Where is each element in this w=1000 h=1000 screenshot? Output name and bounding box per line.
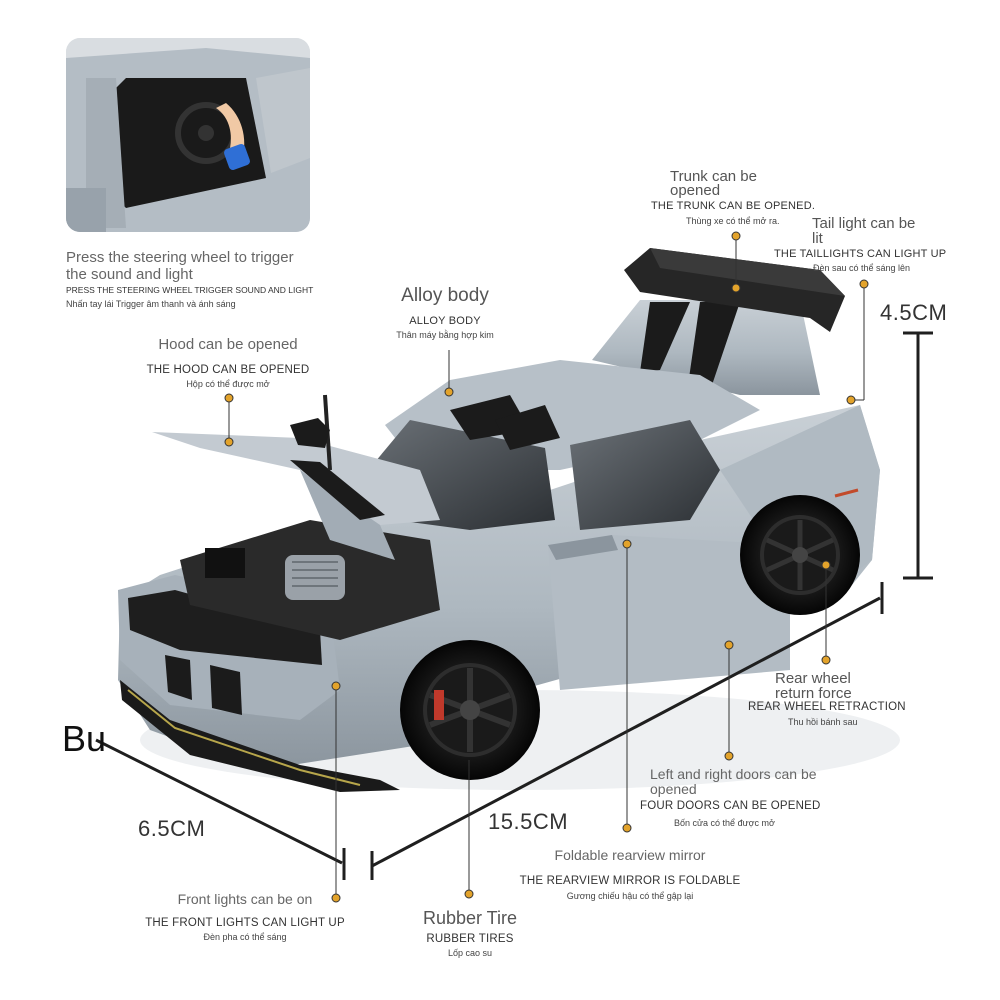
taillight-feature-caps: THE TAILLIGHTS CAN LIGHT UP [774, 248, 947, 260]
height-dimension-label: 4.5CM [880, 300, 948, 325]
mirror-feature-vi: Gương chiếu hậu có thể gập lại [566, 891, 694, 901]
alloy-feature-title: Alloy body [401, 285, 489, 306]
doors-feature-vi: Bốn cửa có thể được mở [674, 818, 775, 828]
front-wheel [400, 640, 540, 780]
width-dimension-label: 6.5CM [138, 816, 206, 841]
dimension-lines [95, 331, 933, 880]
rear-wheel-feature-caps: REAR WHEEL RETRACTION [748, 701, 906, 713]
doors-feature-caps: FOUR DOORS CAN BE OPENED [640, 800, 821, 812]
trunk-feature-vi: Thùng xe có thể mở ra. [686, 216, 780, 226]
doors-feature-title: Left and right doors can be opened [650, 766, 817, 797]
rear-wheel-feature-vi: Thu hồi bánh sau [788, 717, 858, 727]
rear-wheel-feature-title: Rear wheel return force [775, 670, 852, 702]
hood-feature-vi: Hộp có thể được mở [186, 379, 270, 389]
steering-wheel-feature-caps: PRESS THE STEERING WHEEL TRIGGER SOUND A… [66, 285, 314, 295]
steering-wheel-feature-title: Press the steering wheel to trigger the … [66, 249, 294, 283]
front-lights-feature-title: Front lights can be on [177, 891, 313, 907]
front-lights-feature-caps: THE FRONT LIGHTS CAN LIGHT UP [145, 917, 345, 929]
tire-feature-title: Rubber Tire [422, 908, 518, 928]
mirror-feature-caps: THE REARVIEW MIRROR IS FOLDABLE [519, 875, 741, 887]
front-lights-feature-vi: Đèn pha có thể sáng [203, 932, 287, 942]
marker-dots [224, 231, 869, 903]
steering-wheel-feature-vi: Nhấn tay lái Trigger âm thanh và ánh sán… [66, 299, 236, 309]
trunk-feature-title: Trunk can be opened [670, 168, 757, 199]
leader-lines [228, 236, 865, 898]
alloy-feature-caps: ALLOY BODY [409, 315, 481, 327]
alloy-feature-vi: Thân máy bằng hợp kim [396, 330, 494, 340]
length-dimension-label: 15.5CM [488, 809, 569, 834]
rear-wheel [740, 495, 860, 615]
trunk-feature-caps: THE TRUNK CAN BE OPENED. [651, 200, 816, 212]
taillight-feature-title: Tail light can be lit [812, 215, 916, 247]
hood-feature-caps: THE HOOD CAN BE OPENED [146, 364, 310, 376]
tire-feature-vi: Lốp cao su [447, 948, 493, 958]
tire-feature-caps: RUBBER TIRES [426, 933, 514, 945]
taillight-feature-vi: Đèn sau có thể sáng lên [813, 263, 911, 273]
stray-text: Bu [62, 718, 107, 759]
mirror-feature-title: Foldable rearview mirror [554, 847, 706, 863]
hood-feature-title: Hood can be opened [158, 336, 298, 353]
interior-inset-photo [66, 38, 310, 232]
